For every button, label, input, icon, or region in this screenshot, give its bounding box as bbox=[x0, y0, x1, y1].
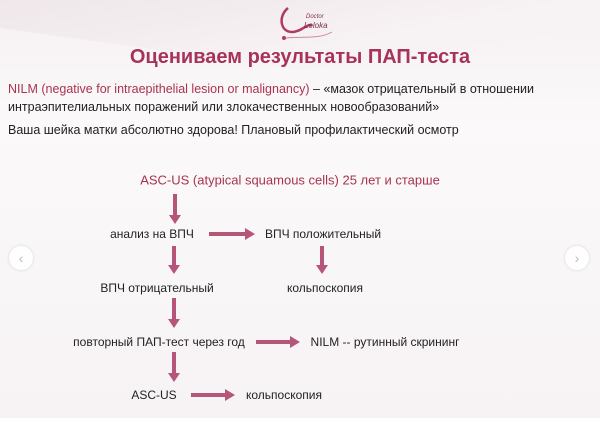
arrow-down bbox=[169, 194, 181, 224]
svg-text:Leloka: Leloka bbox=[304, 21, 328, 30]
slide: Doctor Leloka Оцениваем результаты ПАП-т… bbox=[0, 0, 600, 418]
prev-slide-button[interactable]: ‹ bbox=[9, 246, 33, 270]
nilm-term: NILM (negative for intraepithelial lesio… bbox=[8, 82, 310, 96]
nilm-definition: NILM (negative for intraepithelial lesio… bbox=[8, 82, 534, 96]
next-slide-button[interactable]: › bbox=[565, 246, 589, 270]
node-nilm-routine: NILM -- рутинный скрининг bbox=[310, 335, 460, 349]
arrow-down bbox=[168, 246, 180, 274]
arrow-right bbox=[191, 389, 235, 401]
arrow-down bbox=[316, 246, 328, 274]
node-hpv-negative: ВПЧ отрицательный bbox=[100, 281, 214, 295]
node-hpv-test: анализ на ВПЧ bbox=[110, 227, 194, 241]
definition-line2: интраэпителиальных поражений или злокаче… bbox=[8, 100, 440, 114]
arrow-right bbox=[209, 228, 255, 240]
arrow-right bbox=[256, 336, 300, 348]
svg-text:Doctor: Doctor bbox=[306, 14, 325, 20]
node-asc-us: ASC-US bbox=[131, 388, 177, 402]
arrow-down bbox=[168, 352, 180, 382]
node-hpv-positive: ВПЧ положительный bbox=[264, 227, 382, 241]
node-repeat-pap: повторный ПАП-тест через год bbox=[73, 335, 245, 349]
definition-line1: «мазок отрицательный в отношении bbox=[323, 82, 534, 96]
node-colposcopy: кольпоскопия bbox=[246, 388, 322, 402]
flow-header: ASC-US (atypical squamous cells) 25 лет … bbox=[140, 172, 440, 188]
healthy-note: Ваша шейка матки абсолютно здорова! План… bbox=[8, 123, 459, 137]
dash: – bbox=[309, 82, 324, 96]
slide-title: Оцениваем результаты ПАП-теста bbox=[129, 46, 471, 68]
arrow-down bbox=[168, 298, 180, 328]
doctor-leloka-logo: Doctor Leloka bbox=[280, 7, 333, 40]
node-colposcopy: кольпоскопия bbox=[287, 281, 363, 295]
